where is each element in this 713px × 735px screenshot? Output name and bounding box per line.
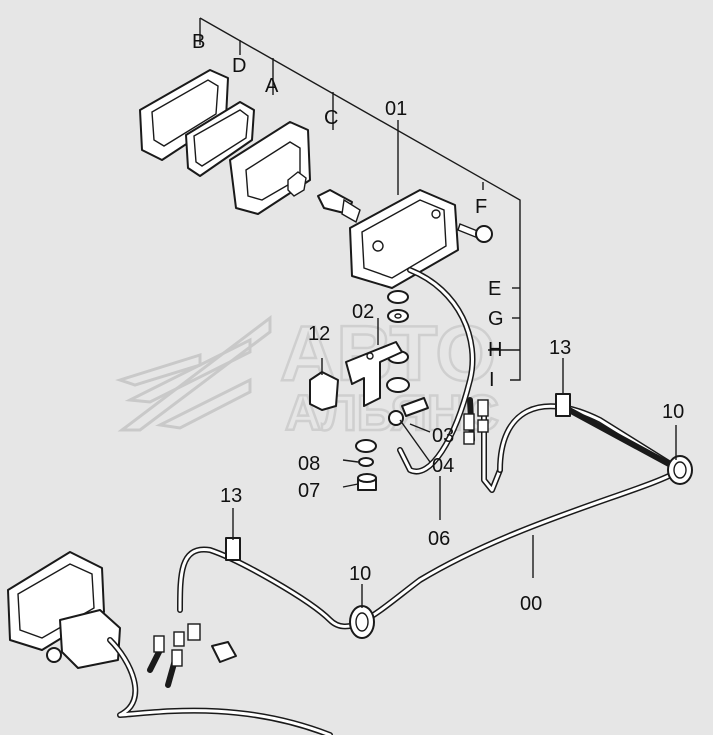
connectors-lower <box>153 623 237 667</box>
clip-13-left <box>225 537 241 561</box>
label-I: I <box>489 369 495 391</box>
label-D: D <box>232 55 246 77</box>
label-A: A <box>265 75 279 97</box>
label-00: 00 <box>520 593 542 615</box>
bolt-03 <box>388 397 429 426</box>
labels: B D A C 01 F E G H I 02 12 13 10 03 04 0… <box>192 31 684 615</box>
label-H: H <box>488 339 502 361</box>
label-F: F <box>475 196 487 218</box>
label-10-right: 10 <box>662 401 684 423</box>
washer-08 <box>355 439 377 467</box>
label-13-right: 13 <box>549 337 571 359</box>
clamp-10-left <box>349 605 375 639</box>
group-bracket <box>199 17 521 381</box>
frame-d <box>185 101 255 177</box>
label-06: 06 <box>428 528 450 550</box>
label-08: 08 <box>298 453 320 475</box>
label-10-left: 10 <box>349 563 371 585</box>
label-leaders <box>232 318 677 608</box>
rubber-block-12 <box>309 371 339 411</box>
connectors-06 <box>463 399 489 445</box>
label-13-left: 13 <box>220 485 242 507</box>
label-12: 12 <box>308 323 330 345</box>
watermark-wing-logo <box>115 314 272 432</box>
clip-13-right <box>555 393 571 417</box>
label-02: 02 <box>352 301 374 323</box>
bulb-c <box>317 189 361 224</box>
label-C: C <box>324 107 338 129</box>
label-07: 07 <box>298 480 320 502</box>
work-lamp-lower <box>7 551 121 669</box>
screw-f <box>457 223 493 243</box>
label-E: E <box>488 278 501 300</box>
clamp-10-right <box>667 455 693 485</box>
lamp-housing-01 <box>349 189 459 289</box>
label-G: G <box>488 308 504 330</box>
bolt-07 <box>357 473 377 491</box>
lens-a <box>229 121 311 215</box>
lower-harness <box>107 637 333 735</box>
bracket-02 <box>345 341 403 407</box>
label-01: 01 <box>385 98 407 120</box>
label-B: B <box>192 31 205 53</box>
label-04: 04 <box>432 455 454 477</box>
label-03: 03 <box>432 425 454 447</box>
